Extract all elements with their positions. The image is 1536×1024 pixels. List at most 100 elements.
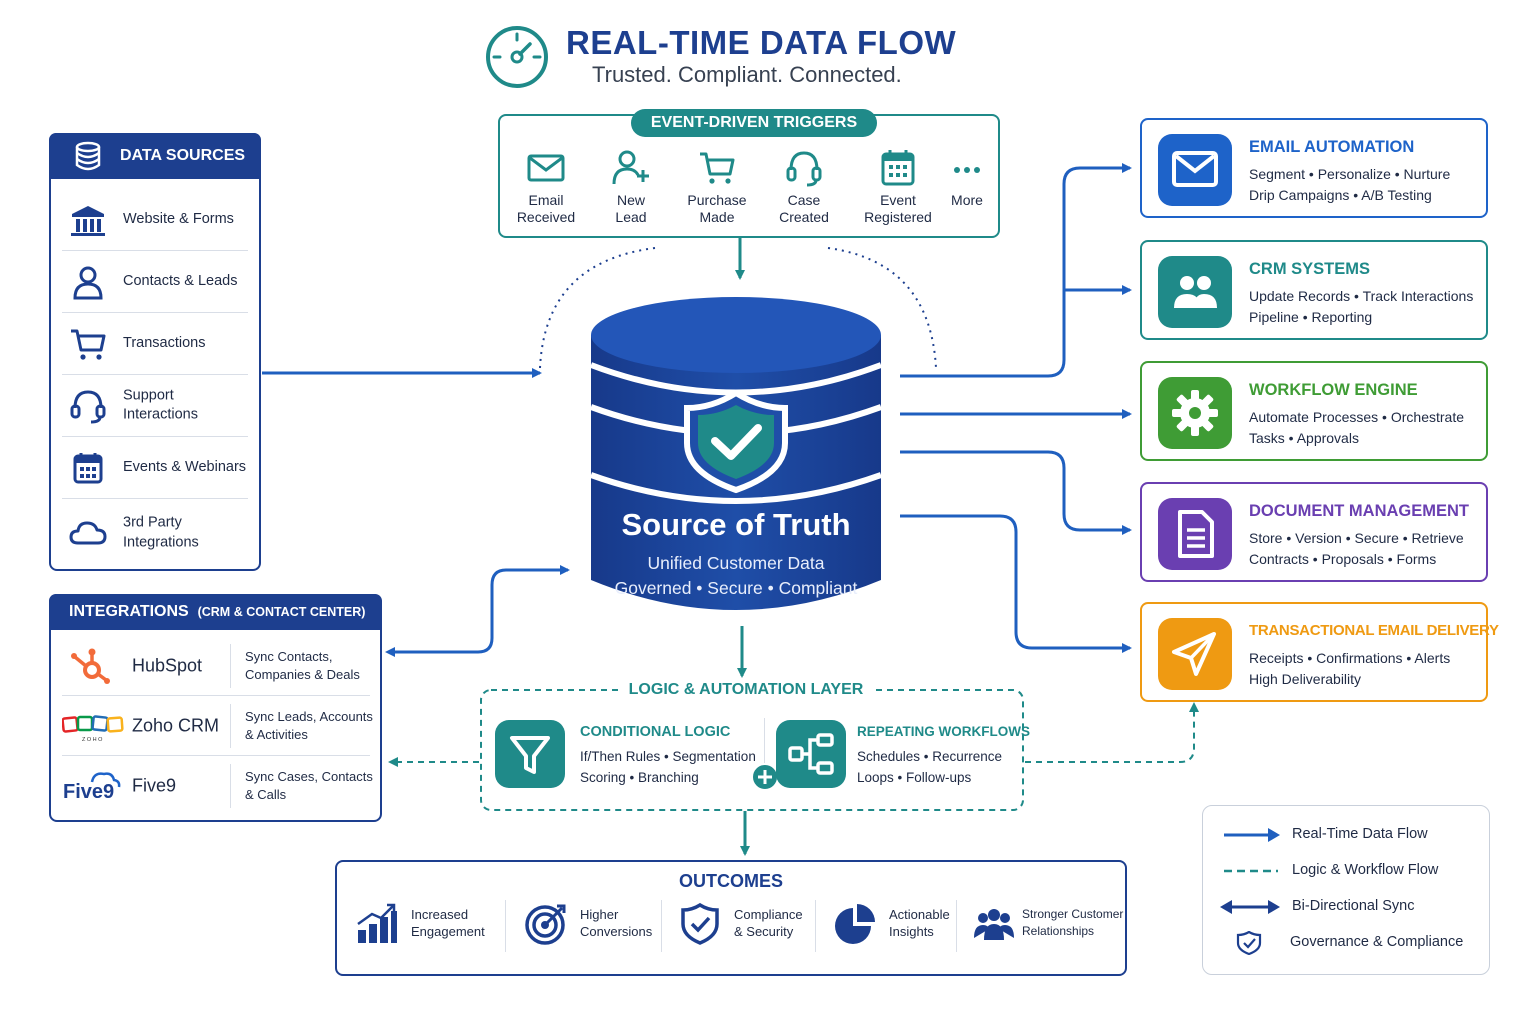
legend-real-time-flow: Real-Time Data Flow	[1218, 823, 1478, 847]
integration-desc: Sync Leads, Accounts & Activities	[245, 708, 373, 742]
users-icon	[1158, 256, 1232, 328]
trigger-new-lead[interactable]: New Lead	[588, 148, 674, 226]
logic-line: If/Then Rules • Segmentation	[580, 749, 756, 764]
source-label: Support Interactions	[123, 386, 198, 423]
divider	[230, 764, 231, 808]
card-title: TRANSACTIONAL EMAIL DELIVERY	[1249, 622, 1499, 639]
trigger-email-received[interactable]: Email Received	[503, 148, 589, 226]
integration-name: HubSpot	[132, 655, 203, 675]
outcome-divider	[661, 900, 662, 952]
outcome-line: Stronger Customer	[1022, 907, 1124, 921]
card-line: Drip Campaigns • A/B Testing	[1249, 186, 1432, 203]
arrow-integrations-sync	[385, 565, 570, 657]
integrations-header: INTEGRATIONS (CRM & CONTACT CENTER)	[49, 594, 382, 630]
card-line: Receipts • Confirmations • Alerts	[1249, 650, 1451, 666]
trigger-purchase-made[interactable]: Purchase Made	[674, 148, 760, 226]
source-item-events[interactable]: Events & Webinars	[62, 437, 248, 499]
repeating-workflows-title: REPEATING WORKFLOWS	[857, 724, 1030, 739]
page-subtitle: Trusted. Compliant. Connected.	[592, 62, 902, 87]
source-label: Website & Forms	[123, 210, 234, 227]
cart-icon	[71, 329, 106, 360]
source-item-contacts[interactable]: Contacts & Leads	[62, 251, 248, 313]
integrations-panel	[49, 594, 382, 822]
outcome-line: & Security	[734, 924, 794, 939]
arrow-to-document	[900, 450, 1132, 535]
hubspot-logo	[71, 648, 110, 684]
document-icon	[1158, 498, 1232, 570]
outcome-line: Higher	[580, 907, 619, 922]
source-item-website[interactable]: Website & Forms	[62, 189, 248, 251]
source-of-truth-subtitle: Unified Customer Data Governed • Secure …	[590, 551, 882, 601]
trigger-event-registered[interactable]: Event Registered	[855, 148, 941, 226]
source-item-third-party[interactable]: 3rd Party Integrations	[62, 499, 248, 567]
filter-icon	[495, 720, 565, 788]
gear-icon	[1158, 377, 1232, 449]
card-line: Automate Processes • Orchestrate	[1249, 409, 1464, 425]
integration-row-zoho[interactable]: ZOHO Zoho CRM Sync Leads, Accounts & Act…	[62, 696, 373, 756]
trigger-label: Email Received	[516, 192, 576, 225]
logic-line: Scoring • Branching	[580, 769, 699, 785]
logic-line: Schedules • Recurrence	[857, 749, 1003, 764]
integrations-title: INTEGRATIONS	[69, 603, 189, 620]
card-document-management[interactable]: DOCUMENT MANAGEMENT Store • Version • Se…	[1140, 482, 1488, 582]
outcome-label: Compliance & Security	[734, 906, 803, 940]
five9-logo-text: Five9	[63, 781, 114, 803]
source-label: Contacts & Leads	[123, 272, 238, 289]
user-plus-icon	[612, 150, 649, 185]
legend-label: Governance & Compliance	[1290, 934, 1464, 950]
outcome-line: Insights	[889, 924, 934, 939]
source-of-truth-title: Source of Truth	[621, 507, 851, 542]
source-item-support[interactable]: Support Interactions	[62, 375, 248, 437]
integration-desc: Sync Contacts, Companies & Deals	[245, 648, 360, 682]
dashed-line-icon	[1224, 869, 1278, 873]
source-label: 3rd Party Integrations	[123, 514, 199, 550]
integration-desc: Sync Cases, Contacts & Calls	[245, 768, 373, 802]
shield-check-icon	[681, 902, 719, 945]
logic-divider	[764, 718, 765, 786]
source-of-truth-database	[589, 297, 883, 610]
shield-check-icon	[1236, 931, 1262, 955]
logic-line: Loops • Follow-ups	[857, 769, 972, 785]
envelope-icon	[1158, 134, 1232, 206]
card-transactional-email[interactable]: TRANSACTIONAL EMAIL DELIVERY Receipts • …	[1140, 602, 1499, 702]
shield-check-icon	[684, 389, 788, 494]
trigger-label: New Lead	[615, 192, 647, 225]
card-crm-systems[interactable]: CRM SYSTEMS Update Records • Track Inter…	[1140, 240, 1488, 340]
integration-row-five9[interactable]: Five9 Five9 Sync Cases, Contacts & Calls	[62, 756, 373, 816]
trigger-label: More	[951, 192, 983, 208]
triggers-title: EVENT-DRIVEN TRIGGERS	[631, 109, 877, 137]
outcome-line: Compliance	[734, 907, 803, 922]
divider	[230, 704, 231, 748]
source-item-transactions[interactable]: Transactions	[62, 313, 248, 375]
person-icon	[73, 266, 103, 299]
outcome-line: Conversions	[580, 924, 653, 939]
legend-bidirectional: Bi-Directional Sync	[1218, 895, 1478, 919]
trigger-case-created[interactable]: Case Created	[761, 148, 847, 226]
outcome-line: Actionable	[889, 907, 950, 922]
integration-row-hubspot[interactable]: HubSpot Sync Contacts, Companies & Deals	[62, 636, 370, 696]
headset-icon	[70, 389, 106, 423]
conditional-logic-title: CONDITIONAL LOGIC	[580, 724, 731, 740]
source-of-truth-line2: Governed • Secure • Compliant	[614, 578, 858, 598]
card-line: Store • Version • Secure • Retrieve	[1249, 530, 1464, 546]
card-email-automation[interactable]: EMAIL AUTOMATION Segment • Personalize •…	[1140, 118, 1488, 218]
target-icon	[525, 904, 566, 945]
more-dots-icon	[954, 167, 980, 173]
card-title: CRM SYSTEMS	[1249, 260, 1371, 278]
calendar-icon	[73, 452, 103, 483]
pie-chart-icon	[835, 904, 875, 944]
card-workflow-engine[interactable]: WORKFLOW ENGINE Automate Processes • Orc…	[1140, 361, 1488, 461]
page-title: REAL-TIME DATA FLOW	[566, 24, 957, 61]
trigger-more[interactable]: More	[924, 148, 1010, 209]
source-of-truth-line1: Unified Customer Data	[647, 553, 825, 573]
outcome-divider	[956, 900, 957, 952]
calendar-icon	[881, 150, 915, 186]
